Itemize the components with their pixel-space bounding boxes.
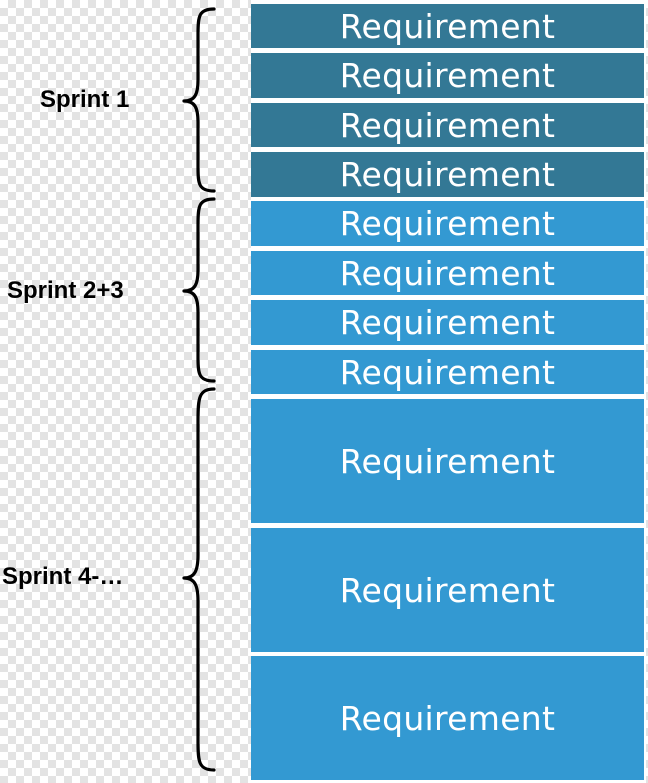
sprint-4-brace: [182, 387, 216, 772]
sprint-1-label: Sprint 1: [40, 86, 130, 113]
requirement-block: Requirement: [251, 53, 644, 98]
requirement-block: Requirement: [251, 103, 644, 147]
requirement-block: Requirement: [251, 201, 644, 246]
requirement-block: Requirement: [251, 251, 644, 295]
sprint-4-label: Sprint 4-…: [2, 563, 124, 590]
sprint-2-3-label: Sprint 2+3: [7, 277, 124, 304]
requirement-block: Requirement: [251, 399, 644, 523]
sprint-2-3-brace: [182, 197, 216, 383]
requirement-block: Requirement: [251, 4, 644, 48]
requirement-block: Requirement: [251, 350, 644, 394]
requirement-block: Requirement: [251, 528, 644, 652]
sprint-1-brace: [182, 7, 216, 193]
requirements-column: Requirement Requirement Requirement Requ…: [251, 0, 646, 783]
requirement-block: Requirement: [251, 152, 644, 197]
requirement-block: Requirement: [251, 656, 644, 780]
requirement-block: Requirement: [251, 300, 644, 345]
